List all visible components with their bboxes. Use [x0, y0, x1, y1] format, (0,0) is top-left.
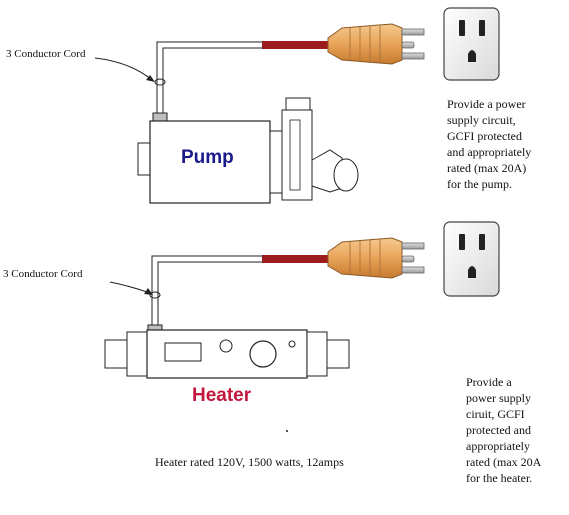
pump-outlet — [443, 7, 500, 81]
heater-cord-arrow — [109, 281, 153, 295]
heater-outlet — [443, 221, 500, 297]
pump-body — [137, 97, 359, 204]
pump-cord-label: 3 Conductor Cord — [6, 48, 86, 60]
heater-cord-label: 3 Conductor Cord — [3, 268, 83, 280]
pump-power-note: Provide a power supply circuit, GCFI pro… — [447, 97, 532, 191]
heater-plug — [327, 237, 425, 279]
heater-body — [104, 324, 350, 379]
pump-cord-arrow — [94, 57, 155, 82]
dot-marker — [286, 430, 288, 432]
pump-label: Pump — [181, 147, 234, 168]
heater-label: Heater — [192, 385, 252, 406]
pump-plug — [327, 23, 425, 65]
heater-power-note: Provide a power supply ciruit, GCFI prot… — [466, 375, 542, 485]
heater-rating: Heater rated 120V, 1500 watts, 12amps — [155, 455, 344, 469]
heater-cord — [149, 255, 328, 330]
